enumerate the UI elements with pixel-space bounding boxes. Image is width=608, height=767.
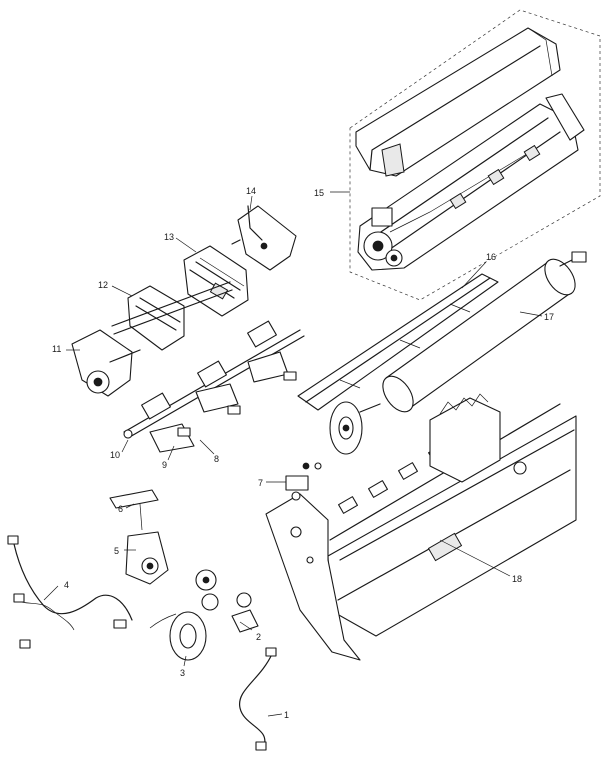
callout-2: 2 (256, 632, 261, 642)
callout-17: 17 (544, 312, 554, 322)
part-11-side-plate-gear (71, 329, 141, 397)
callout-12: 12 (98, 280, 108, 290)
part-14-bracket (231, 205, 297, 271)
callout-6: 6 (118, 504, 123, 514)
drive-motor-gears (149, 569, 259, 661)
part-18-main-frame (265, 393, 577, 661)
callout-16: 16 (486, 252, 496, 262)
part-5-motor-bracket (125, 531, 169, 585)
roller-shafts (123, 320, 305, 453)
part-12-carriage-assembly (111, 281, 233, 351)
part-1-cable (239, 647, 277, 751)
part-15-cover-assembly (349, 9, 601, 301)
callout-9: 9 (162, 460, 167, 470)
leader-lines (43, 191, 543, 717)
part-17-platen-roller (359, 251, 587, 413)
callout-14: 14 (246, 186, 256, 196)
callout-3: 3 (180, 668, 185, 678)
callout-4: 4 (64, 580, 69, 590)
callout-8: 8 (214, 454, 219, 464)
callout-15: 15 (314, 188, 324, 198)
part-7-sensor (285, 462, 322, 501)
callout-labels: 15 14 13 12 11 10 9 8 7 6 5 4 3 2 1 16 1… (52, 186, 554, 720)
callout-13: 13 (164, 232, 174, 242)
platen-knob (329, 401, 363, 455)
part-16-guide-plate (297, 273, 499, 411)
callout-11: 11 (52, 344, 61, 354)
part-6-plate (109, 489, 159, 531)
part-13-carriage (183, 245, 249, 317)
part-4-wire-harness (7, 535, 133, 649)
callout-1: 1 (284, 710, 289, 720)
callout-18: 18 (512, 574, 522, 584)
callout-7: 7 (258, 478, 263, 488)
callout-5: 5 (114, 546, 119, 556)
callout-10: 10 (110, 450, 120, 460)
